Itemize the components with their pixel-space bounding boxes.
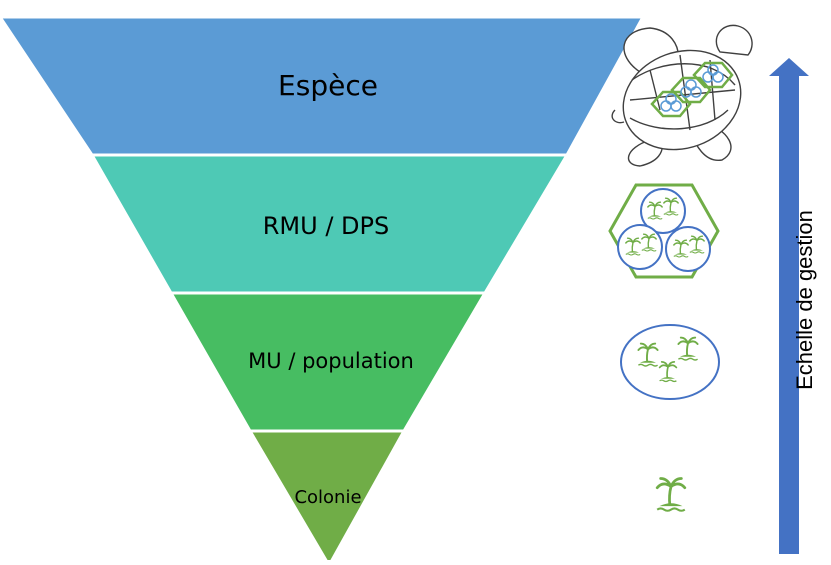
metapopulation-hexagon-icon: [608, 183, 720, 279]
turtle-population-markers: [650, 61, 734, 118]
management-scale-arrow: [769, 58, 809, 554]
management-scale-label: Echelle de gestion: [792, 210, 818, 390]
level-label-mu-population: MU / population: [248, 349, 414, 373]
level-label-rmu-dps: RMU / DPS: [263, 212, 389, 240]
management-scale-label-box: Echelle de gestion: [780, 190, 830, 410]
level-label-espece: Espèce: [278, 69, 378, 102]
level-label-colonie: Colonie: [294, 487, 361, 508]
population-oval-icon: [620, 324, 720, 400]
island-colony-icon: [655, 477, 687, 513]
